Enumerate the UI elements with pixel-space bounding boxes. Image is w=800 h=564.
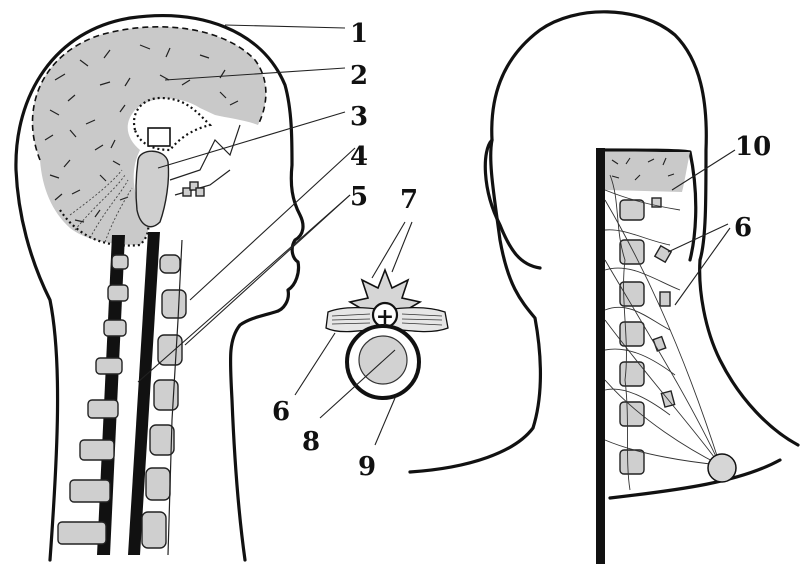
label-3: 3 (350, 102, 368, 132)
cranial-nerves (170, 125, 240, 195)
label-6-left: 6 (272, 397, 290, 427)
label-5: 5 (350, 182, 368, 212)
number-labels: 1 2 3 4 5 7 6 8 9 10 6 (272, 19, 771, 482)
spinal-cord-back (596, 148, 605, 564)
label-2: 2 (350, 61, 368, 91)
back-view-head (410, 12, 798, 564)
label-6-right: 6 (734, 213, 752, 243)
label-9: 9 (358, 452, 376, 482)
pituitary-box (148, 128, 170, 146)
label-1: 1 (350, 19, 368, 49)
brainstem (136, 151, 169, 226)
vertebrae-posterior (58, 255, 128, 544)
spinal-cord-side (97, 235, 125, 555)
label-4: 4 (350, 142, 368, 172)
label-8: 8 (302, 427, 320, 457)
side-view-head (16, 16, 355, 560)
ganglia-back (652, 198, 675, 407)
ganglia (183, 182, 204, 196)
vertebrae-back (620, 200, 644, 474)
left-ear (485, 140, 540, 268)
label-10: 10 (735, 132, 771, 162)
brain-back-patch (605, 152, 690, 192)
stellate-ganglion (708, 454, 736, 482)
cross-section: + (295, 222, 448, 445)
label-7: 7 (400, 185, 418, 215)
